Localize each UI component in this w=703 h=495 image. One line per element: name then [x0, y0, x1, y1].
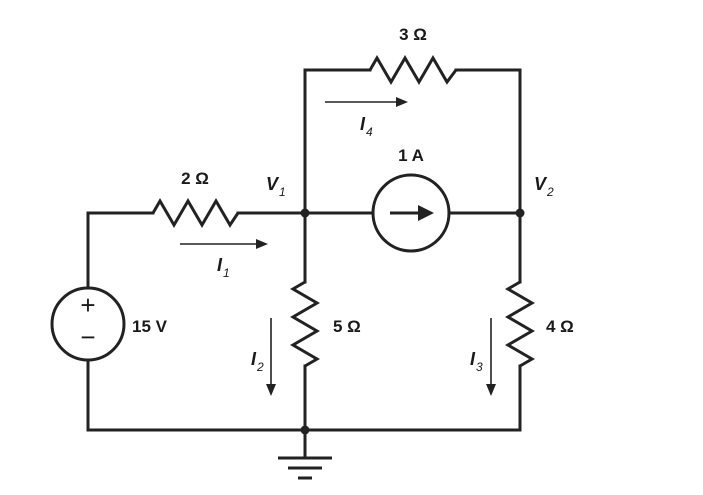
label-2ohm: 2 Ω: [181, 169, 209, 188]
current-arrow-i2: [266, 318, 276, 396]
wire-left-top: [86, 211, 155, 290]
svg-text:V: V: [534, 174, 548, 194]
wire-top-left: [303, 68, 372, 215]
svg-text:I: I: [360, 114, 366, 134]
svg-text:I: I: [251, 349, 257, 369]
svg-text:3: 3: [476, 360, 483, 374]
node-bottom-dot: [300, 425, 310, 435]
svg-text:V: V: [266, 174, 280, 194]
voltage-source-plus: +: [80, 290, 95, 320]
svg-text:I: I: [217, 255, 223, 275]
current-arrow-i4: [325, 97, 408, 107]
current-source-arrowhead: [418, 205, 434, 221]
voltage-source: + −: [50, 286, 126, 362]
label-15v: 15 V: [132, 317, 168, 336]
label-4ohm: 4 Ω: [546, 317, 574, 336]
current-source: [371, 173, 451, 253]
svg-text:1: 1: [279, 185, 286, 199]
label-i3: I 3: [470, 349, 483, 374]
resistor-5ohm: [290, 280, 320, 368]
resistor-3ohm: [368, 55, 458, 85]
wire-top-right: [454, 68, 522, 215]
node-v1-dot: [300, 208, 310, 218]
label-1a: 1 A: [398, 146, 424, 165]
svg-text:2: 2: [546, 185, 554, 199]
svg-text:2: 2: [256, 360, 264, 374]
label-3ohm: 3 Ω: [399, 25, 427, 44]
wire-left-bottom: [86, 358, 522, 432]
current-arrow-i3: [486, 318, 496, 396]
wires: [86, 68, 522, 460]
svg-text:1: 1: [223, 266, 230, 280]
resistor-4ohm: [505, 280, 535, 368]
voltage-source-minus: −: [80, 322, 95, 352]
node-v2-dot: [515, 208, 525, 218]
label-v2: V 2: [534, 174, 554, 199]
resistor-2ohm: [151, 198, 240, 228]
current-arrow-i1: [180, 239, 268, 249]
label-5ohm: 5 Ω: [333, 317, 361, 336]
label-v1: V 1: [266, 174, 286, 199]
svg-text:4: 4: [366, 125, 373, 139]
svg-text:I: I: [470, 349, 476, 369]
label-i4: I 4: [360, 114, 373, 139]
ground-symbol: [278, 456, 332, 480]
label-i1: I 1: [217, 255, 230, 280]
label-i2: I 2: [251, 349, 264, 374]
